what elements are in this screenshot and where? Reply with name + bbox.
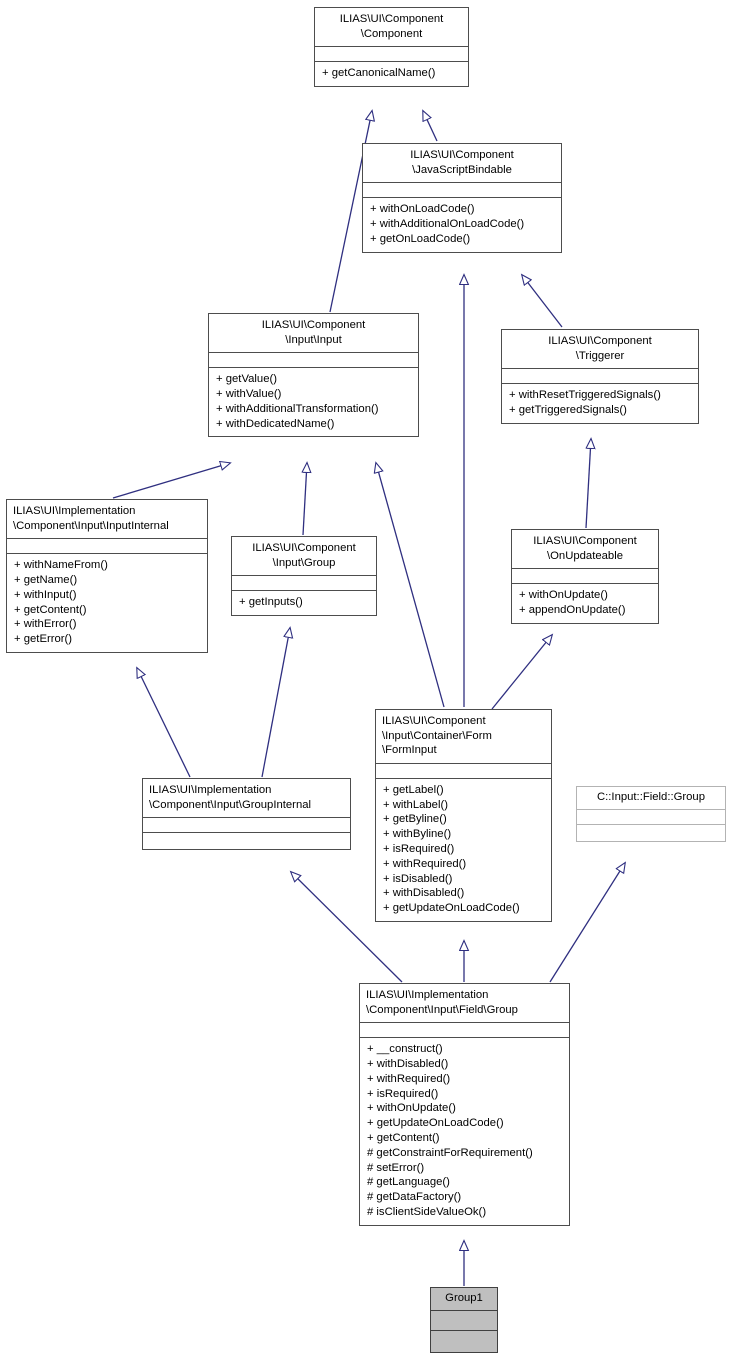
class-attributes-groupinternal bbox=[143, 817, 350, 832]
class-attributes-input-group bbox=[232, 575, 376, 590]
operation-item: + getContent() bbox=[14, 603, 87, 616]
class-operations-triggerer: + withResetTriggeredSignals() + getTrigg… bbox=[502, 383, 698, 423]
class-attributes-input bbox=[209, 352, 418, 367]
operation-item: + withResetTriggeredSignals() bbox=[509, 389, 661, 402]
class-attributes-group1 bbox=[431, 1309, 497, 1330]
operation-item: + getUpdateOnLoadCode() bbox=[367, 1117, 504, 1130]
operation-item: + withLabel() bbox=[383, 798, 448, 811]
class-operations-forminput: + getLabel() + withLabel() + getByline()… bbox=[376, 777, 551, 921]
class-attributes-triggerer bbox=[502, 368, 698, 383]
operation-item: + withDisabled() bbox=[383, 887, 465, 900]
class-node-forminput[interactable]: ILIAS\UI\Component \Input\Container\Form… bbox=[375, 709, 552, 922]
class-attributes-field-group bbox=[360, 1022, 569, 1037]
class-title-forminput: ILIAS\UI\Component \Input\Container\Form… bbox=[382, 715, 492, 757]
class-operations-field-group: + __construct() + withDisabled() + withR… bbox=[360, 1037, 569, 1225]
class-attributes-inputinternal bbox=[7, 538, 207, 553]
class-attributes-javascriptbindable bbox=[363, 182, 561, 197]
edge-forminput-to-input bbox=[376, 463, 445, 708]
class-operations-component: + getCanonicalName() bbox=[315, 61, 468, 86]
edge-groupinternal-to-inputgroup bbox=[261, 628, 290, 778]
class-title-onupdateable: ILIAS\UI\Component \OnUpdateable bbox=[533, 535, 637, 562]
operation-item: # isClientSideValueOk() bbox=[367, 1205, 487, 1218]
operation-item: # getLanguage() bbox=[367, 1176, 450, 1189]
class-title-c-input-field-group: C::Input::Field::Group bbox=[597, 791, 705, 803]
class-title-group1: Group1 bbox=[445, 1292, 483, 1304]
class-attributes-component bbox=[315, 46, 468, 61]
class-title-component: ILIAS\UI\Component \Component bbox=[339, 13, 444, 40]
class-attributes-forminput bbox=[376, 762, 551, 778]
operation-item: + isRequired() bbox=[383, 842, 455, 855]
class-node-c-input-field-group[interactable]: C::Input::Field::Group bbox=[576, 786, 726, 842]
operation-item: + getCanonicalName() bbox=[322, 67, 436, 80]
edge-triggerer-to-javascriptbindable bbox=[522, 275, 563, 328]
class-title-input: ILIAS\UI\Component \Input\Input bbox=[261, 319, 366, 346]
class-operations-onupdateable: + withOnUpdate() + appendOnUpdate() bbox=[512, 583, 658, 623]
operation-item: + getLabel() bbox=[383, 783, 444, 796]
operation-item: + withOnUpdate() bbox=[519, 589, 608, 602]
operation-item: + appendOnUpdate() bbox=[519, 603, 626, 616]
operation-item: + withInput() bbox=[14, 588, 77, 601]
class-attributes-c-input-field-group bbox=[577, 808, 725, 824]
operation-item: + withRequired() bbox=[383, 857, 467, 870]
operation-item: + getName() bbox=[14, 573, 78, 586]
operation-item: + getValue() bbox=[216, 373, 278, 386]
operation-item: # getConstraintForRequirement() bbox=[367, 1146, 533, 1159]
operation-item: + withError() bbox=[14, 618, 77, 631]
class-node-javascriptbindable[interactable]: ILIAS\UI\Component \JavaScriptBindable +… bbox=[362, 143, 562, 253]
class-title-field-group: ILIAS\UI\Implementation \Component\Input… bbox=[366, 989, 518, 1016]
class-node-input[interactable]: ILIAS\UI\Component \Input\Input + getVal… bbox=[208, 313, 419, 438]
edge-javascriptbindable-to-component bbox=[423, 111, 438, 142]
class-title-inputinternal: ILIAS\UI\Implementation \Component\Input… bbox=[13, 505, 169, 532]
class-operations-input: + getValue() + withValue() + withAdditio… bbox=[209, 367, 418, 436]
edge-forminput-to-onupdateable bbox=[491, 635, 552, 710]
class-title-input-group: ILIAS\UI\Component \Input\Group bbox=[252, 542, 356, 569]
class-operations-groupinternal bbox=[143, 832, 350, 849]
class-node-group1[interactable]: Group1 bbox=[430, 1287, 498, 1353]
operation-item: + getError() bbox=[14, 633, 73, 646]
edge-inputinternal-to-input bbox=[112, 463, 230, 499]
class-node-inputinternal[interactable]: ILIAS\UI\Implementation \Component\Input… bbox=[6, 499, 208, 653]
class-node-triggerer[interactable]: ILIAS\UI\Component \Triggerer + withRese… bbox=[501, 329, 699, 424]
class-node-groupinternal[interactable]: ILIAS\UI\Implementation \Component\Input… bbox=[142, 778, 351, 851]
edge-inputgroup-to-input bbox=[303, 463, 307, 536]
class-operations-inputinternal: + withNameFrom() + getName() + withInput… bbox=[7, 553, 207, 652]
operation-item: + withNameFrom() bbox=[14, 559, 108, 572]
operation-item: + isRequired() bbox=[367, 1087, 439, 1100]
operation-item: # getDataFactory() bbox=[367, 1191, 462, 1204]
operation-item: + withDisabled() bbox=[367, 1057, 449, 1070]
class-operations-javascriptbindable: + withOnLoadCode() + withAdditionalOnLoa… bbox=[363, 197, 561, 251]
operation-item: + withRequired() bbox=[367, 1072, 451, 1085]
operation-item: + __construct() bbox=[367, 1043, 443, 1056]
operation-item: + getTriggeredSignals() bbox=[509, 403, 627, 416]
edge-fieldgroup-to-cinputfieldgroup bbox=[549, 863, 625, 983]
operation-item: + withOnLoadCode() bbox=[370, 203, 475, 216]
operation-item: + getInputs() bbox=[239, 596, 303, 609]
operation-item: + withOnUpdate() bbox=[367, 1102, 456, 1115]
operation-item: + withDedicatedName() bbox=[216, 417, 335, 430]
class-attributes-onupdateable bbox=[512, 568, 658, 583]
operation-item: + withByline() bbox=[383, 828, 452, 841]
operation-item: # setError() bbox=[367, 1161, 425, 1174]
class-operations-input-group: + getInputs() bbox=[232, 590, 376, 615]
edge-onupdateable-to-triggerer bbox=[585, 439, 591, 529]
class-title-groupinternal: ILIAS\UI\Implementation \Component\Input… bbox=[149, 784, 312, 811]
class-node-input-group[interactable]: ILIAS\UI\Component \Input\Group + getInp… bbox=[231, 536, 377, 616]
class-title-triggerer: ILIAS\UI\Component \Triggerer bbox=[548, 335, 652, 362]
operation-item: + getContent() bbox=[367, 1131, 440, 1144]
operation-item: + getUpdateOnLoadCode() bbox=[383, 902, 520, 915]
operation-item: + withAdditionalTransformation() bbox=[216, 402, 379, 415]
operation-item: + getByline() bbox=[383, 813, 447, 826]
edge-groupinternal-to-inputinternal bbox=[137, 668, 191, 778]
class-node-field-group[interactable]: ILIAS\UI\Implementation \Component\Input… bbox=[359, 983, 570, 1226]
operation-item: + isDisabled() bbox=[383, 872, 453, 885]
class-node-onupdateable[interactable]: ILIAS\UI\Component \OnUpdateable + withO… bbox=[511, 529, 659, 624]
class-node-component[interactable]: ILIAS\UI\Component \Component + getCanon… bbox=[314, 7, 469, 87]
operation-item: + withValue() bbox=[216, 387, 282, 400]
class-operations-c-input-field-group bbox=[577, 823, 725, 841]
class-operations-group1 bbox=[431, 1329, 497, 1352]
operation-item: + withAdditionalOnLoadCode() bbox=[370, 217, 525, 230]
class-title-javascriptbindable: ILIAS\UI\Component \JavaScriptBindable bbox=[410, 149, 514, 176]
operation-item: + getOnLoadCode() bbox=[370, 232, 471, 245]
